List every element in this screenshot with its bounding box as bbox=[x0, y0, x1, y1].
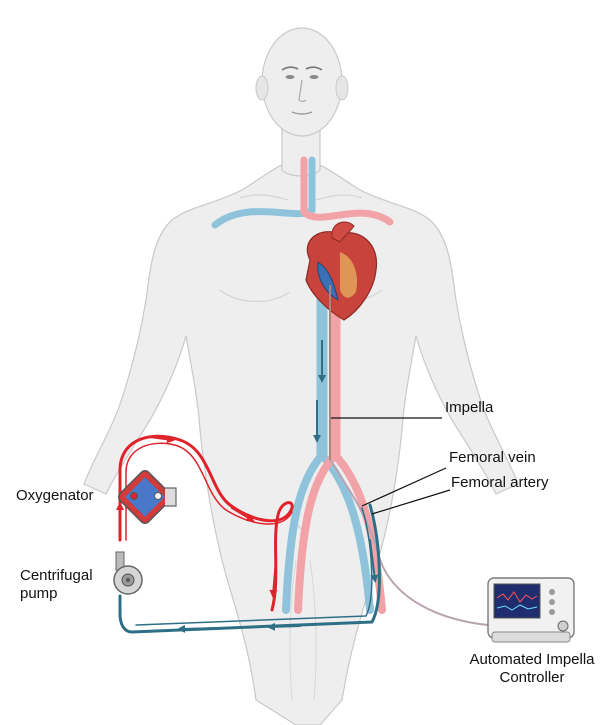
controller-knob-1 bbox=[549, 589, 555, 595]
oxygenator-port-white bbox=[154, 492, 162, 500]
femoral-artery-leader bbox=[371, 489, 451, 515]
carotid-artery bbox=[300, 156, 394, 226]
centrifugal-pump-label-line1: Centrifugal bbox=[20, 567, 93, 584]
controller-label-line1: Automated Impella bbox=[469, 651, 595, 668]
heart bbox=[305, 221, 378, 321]
torso-and-arms bbox=[83, 159, 519, 725]
heart-chamber bbox=[340, 252, 358, 298]
right-thigh-line bbox=[309, 559, 317, 701]
leader-lines bbox=[331, 417, 451, 515]
controller-knob-2 bbox=[549, 599, 555, 605]
oxygenator-membrane bbox=[125, 477, 165, 517]
ecmo-circuit bbox=[116, 434, 381, 634]
controller-screen bbox=[493, 583, 541, 619]
left-clavicle bbox=[239, 194, 289, 201]
left-eyebrow bbox=[281, 66, 299, 71]
venous-arrow-2 bbox=[267, 622, 301, 631]
left-iliac-vein bbox=[282, 451, 326, 614]
body-silhouette bbox=[83, 27, 519, 725]
right-ear bbox=[335, 75, 349, 101]
venous-drainage-line bbox=[118, 503, 381, 634]
venous-arrow-1 bbox=[369, 539, 379, 583]
centrifugal-pump bbox=[113, 551, 143, 595]
arterial-arrow-1 bbox=[149, 435, 175, 444]
oxygenator bbox=[118, 470, 177, 524]
controller-dial bbox=[557, 620, 569, 632]
centrifugal-pump-label-line2: pump bbox=[20, 585, 58, 602]
left-ear bbox=[255, 75, 269, 101]
oxygenator-gas-port bbox=[165, 487, 177, 507]
pump-center bbox=[126, 578, 130, 582]
jugular-vein bbox=[211, 156, 316, 229]
controller-waveform-2 bbox=[496, 604, 538, 611]
arterial-return-line-inner bbox=[125, 442, 293, 541]
chest-contour-left bbox=[219, 289, 291, 303]
arterial-arrow-3 bbox=[269, 559, 278, 598]
controller-label-line2: Controller bbox=[499, 669, 565, 686]
aortic-arch bbox=[331, 221, 355, 243]
femoral-vein-label: Femoral vein bbox=[449, 449, 536, 466]
left-eye bbox=[285, 75, 295, 79]
nose bbox=[298, 79, 307, 103]
oxygenator-label: Oxygenator bbox=[16, 487, 94, 504]
right-clavicle bbox=[315, 194, 363, 201]
left-iliac-artery bbox=[294, 451, 339, 614]
femoral-vein-leader bbox=[361, 467, 447, 507]
oxygenator-port-red bbox=[130, 492, 138, 500]
controller-knob-3 bbox=[549, 609, 555, 615]
right-eyebrow bbox=[305, 66, 323, 71]
venous-arrow-3 bbox=[177, 624, 221, 633]
impella-controller bbox=[487, 577, 575, 643]
arterial-arrow-2 bbox=[231, 507, 255, 522]
venous-drainage-line-inner bbox=[135, 507, 373, 626]
mouth bbox=[291, 111, 313, 115]
controller-waveform bbox=[496, 591, 538, 603]
heart-ventricle-blue bbox=[317, 261, 339, 302]
impella-label: Impella bbox=[445, 399, 494, 416]
controller-base bbox=[491, 631, 571, 643]
right-eye bbox=[309, 75, 319, 79]
femoral-artery-label: Femoral artery bbox=[451, 474, 549, 491]
